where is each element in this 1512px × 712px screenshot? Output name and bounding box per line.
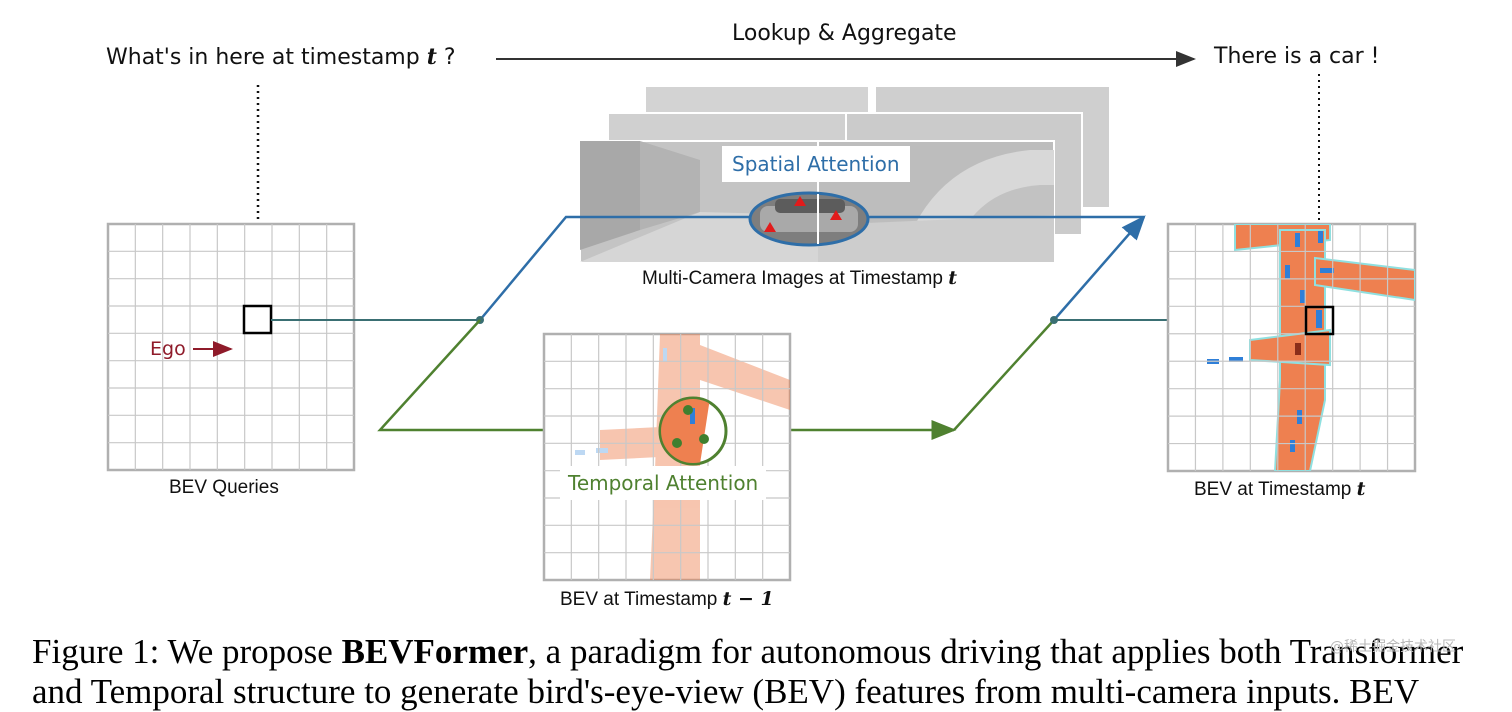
multi-camera-text: Multi-Camera Images at Timestamp xyxy=(642,268,943,289)
bev-prev-grid xyxy=(544,334,790,580)
question-mark: ? xyxy=(444,45,456,70)
query-cell xyxy=(244,306,271,333)
bev-queries-grid xyxy=(108,224,354,470)
question-text: What's in here at timestamp xyxy=(106,45,420,70)
watermark: @稀土掘金技术社区 xyxy=(1330,636,1456,656)
multi-camera-var: t xyxy=(948,267,957,289)
multi-camera-label: Multi-Camera Images at Timestamp t xyxy=(642,267,957,290)
answer-label: There is a car ! xyxy=(1214,44,1379,69)
query-question: What's in here at timestamp t ? xyxy=(106,44,456,70)
temporal-lens xyxy=(660,398,726,464)
spatial-attention-label: Spatial Attention xyxy=(722,146,910,182)
figure-caption: Figure 1: We propose BEVFormer, a paradi… xyxy=(32,632,1512,672)
question-var: t xyxy=(427,44,437,70)
bev-now-grid xyxy=(1168,224,1415,471)
lookup-label: Lookup & Aggregate xyxy=(732,21,957,46)
bev-prev-text: BEV at Timestamp xyxy=(560,589,717,610)
temporal-rise xyxy=(954,320,1054,430)
ego-label: Ego xyxy=(150,338,186,360)
bev-now-label: BEV at Timestamp t xyxy=(1194,478,1365,501)
caption-prefix: Figure 1: We propose xyxy=(32,632,342,671)
figure-caption-line2: and Temporal structure to generate bird'… xyxy=(32,672,1512,712)
temporal-attention-label: Temporal Attention xyxy=(560,466,766,500)
bev-now-var: t xyxy=(1357,478,1366,500)
bev-queries-label: BEV Queries xyxy=(169,477,279,499)
bev-prev-label: BEV at Timestamp t − 1 xyxy=(560,588,774,611)
diagram-canvas xyxy=(0,0,1512,683)
caption-bold: BEVFormer xyxy=(342,632,529,671)
bev-now-text: BEV at Timestamp xyxy=(1194,479,1351,500)
bev-prev-var: t − 1 xyxy=(723,588,774,610)
caption-rest: , a paradigm for autonomous driving that… xyxy=(528,632,1463,671)
